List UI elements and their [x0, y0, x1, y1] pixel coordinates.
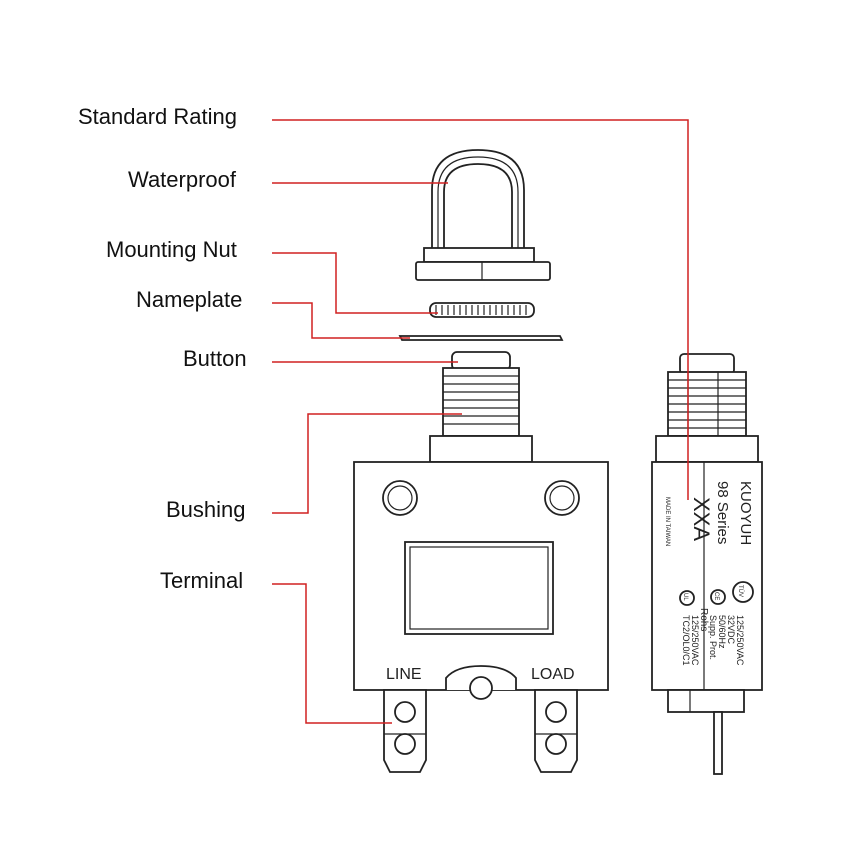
- leader-bushing: [272, 413, 462, 514]
- side-voltage-ac-2: 125/250VAC: [690, 615, 700, 666]
- breaker-front-view: LINE LOAD: [353, 351, 609, 773]
- label-waterproof: Waterproof: [128, 167, 237, 192]
- line-label: LINE: [386, 666, 422, 683]
- mounting-nut: [429, 302, 535, 318]
- side-series: 98 Series: [714, 481, 731, 544]
- label-bushing: Bushing: [166, 497, 246, 522]
- leader-nameplate: [272, 302, 410, 339]
- load-label: LOAD: [531, 666, 575, 683]
- svg-text:TÜV: TÜV: [737, 585, 744, 597]
- terminal-load: [534, 689, 578, 773]
- label-button: Button: [183, 346, 247, 371]
- side-voltage-dc: 32VDC: [726, 615, 736, 645]
- breaker-side-view: KUOYUH 98 Series XXA MADE IN TAIWAN TÜV …: [651, 353, 763, 775]
- label-terminal: Terminal: [160, 568, 243, 593]
- ce-cert-mark: CE: [710, 589, 726, 605]
- side-rating: XXA: [689, 497, 714, 541]
- side-origin: MADE IN TAIWAN: [664, 497, 670, 546]
- ul-cert-mark: UL: [679, 590, 695, 606]
- side-voltage-ac: 125/250VAC: [735, 615, 745, 666]
- leader-terminal: [272, 583, 392, 724]
- label-standard-rating: Standard Rating: [78, 104, 237, 129]
- side-tc-code: TC2/OL0/C1: [681, 615, 691, 666]
- label-nameplate: Nameplate: [136, 287, 242, 312]
- leader-lines: [272, 119, 689, 724]
- side-rohs: Rohs: [698, 608, 709, 631]
- side-frequency: 50/60Hz: [717, 615, 727, 649]
- nameplate: [398, 335, 564, 341]
- side-supp-prot: Supp. Prot.: [708, 615, 718, 660]
- side-brand: KUOYUH: [737, 481, 754, 545]
- svg-text:CE: CE: [713, 592, 719, 600]
- leader-mounting-nut: [272, 252, 438, 314]
- leader-standard-rating: [272, 119, 689, 500]
- waterproof-cap: [415, 149, 551, 281]
- tuv-cert-mark: TÜV: [732, 581, 754, 603]
- terminal-line: [383, 689, 427, 773]
- svg-text:UL: UL: [682, 593, 688, 601]
- label-mounting-nut: Mounting Nut: [106, 237, 237, 262]
